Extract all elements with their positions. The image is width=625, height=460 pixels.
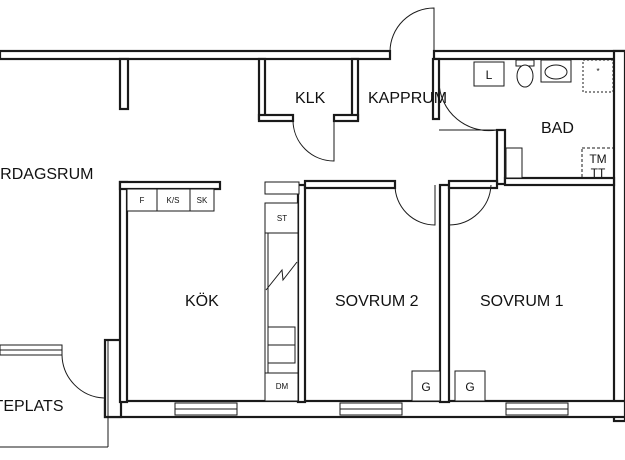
room-label-living: VARDAGSRUM (0, 166, 94, 183)
wardrobes (411, 370, 486, 402)
fixture-label-cabinet: SK (197, 196, 208, 205)
fixture-label-wardrobe-2: G (465, 380, 474, 394)
fixture-label-dishwasher: DM (276, 382, 289, 391)
fixture-label-stove: ST (277, 214, 287, 223)
fixture-label-laundry: L (486, 68, 493, 82)
fixture-label-wardrobe-1: G (421, 380, 430, 394)
room-label-kapprum: KAPPRUM (368, 90, 447, 107)
room-label-klk: KLK (295, 90, 326, 107)
room-label-uteplats: UTEPLATS (0, 398, 64, 415)
fixture-label-dryer: TT (591, 166, 606, 180)
bathroom-fixtures: * (473, 59, 615, 179)
svg-text:*: * (596, 67, 599, 76)
room-label-bad: BAD (541, 120, 574, 137)
room-label-sovrum1: SOVRUM 1 (480, 293, 564, 310)
kitchen-fixtures (126, 188, 299, 402)
outer-walls (0, 49, 625, 423)
room-label-sovrum2: SOVRUM 2 (335, 293, 419, 310)
fixture-label-freezer: F (140, 196, 145, 205)
fixture-label-washer: TM (589, 152, 606, 166)
interior-walls (118, 57, 616, 404)
room-label-kok: KÖK (185, 292, 219, 310)
balcony-area (0, 340, 109, 448)
fixture-label-fridge-freezer: K/S (167, 196, 180, 205)
door-swings (292, 7, 498, 226)
